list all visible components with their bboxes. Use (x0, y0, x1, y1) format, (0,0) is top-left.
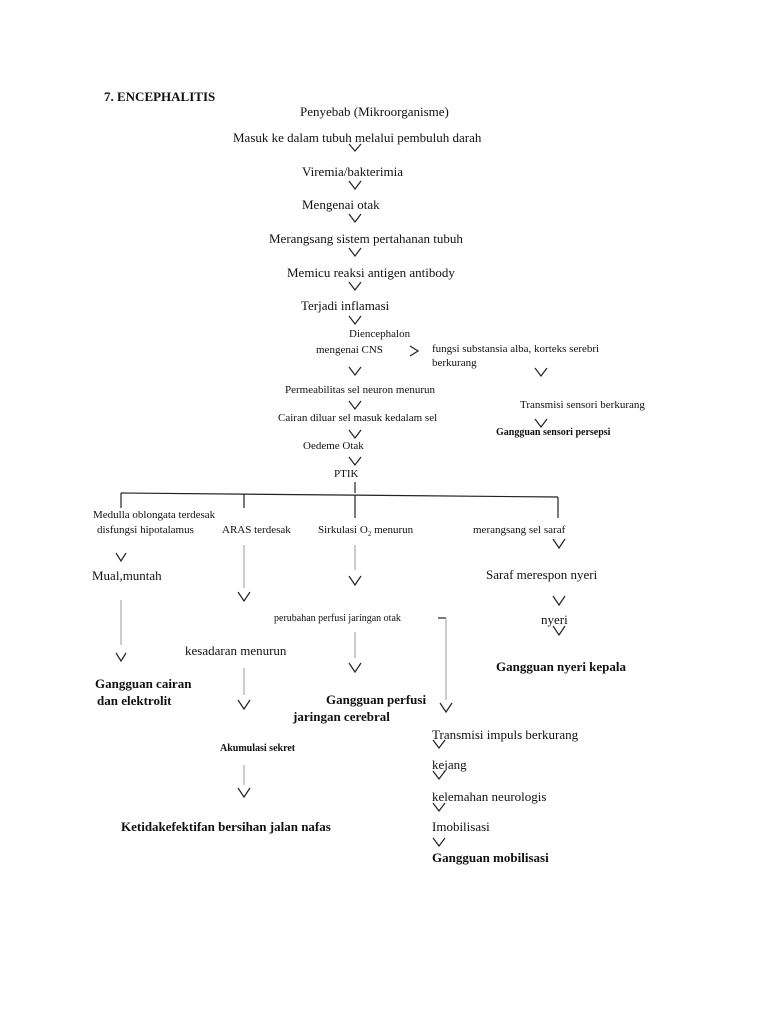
node-white-matter-reduced: berkurang (432, 357, 477, 369)
ptik-distribution-lines (120, 482, 559, 518)
node-ptik: PTIK (334, 468, 359, 480)
diagnosis-fluid-electrolyte-2: dan elektrolit (97, 693, 172, 708)
node-fluid-shift: Cairan diluar sel masuk kedalam sel (278, 412, 438, 424)
node-consciousness: kesadaran menurun (185, 643, 287, 658)
diagnosis-airway: Ketidakefektifan bersihan jalan nafas (121, 819, 331, 834)
arrow-right-cns (409, 345, 420, 357)
node-medulla: Medulla oblongata terdesak (93, 509, 216, 521)
node-seizure: kejang (432, 757, 467, 772)
diagnosis-perfusion-2: jaringan cerebral (293, 709, 390, 724)
diagnosis-fluid-electrolyte-1: Gangguan cairan (95, 676, 192, 691)
node-enter-body: Masuk ke dalam tubuh melalui pembuluh da… (233, 130, 482, 145)
diagnosis-perfusion-1: Gangguan perfusi (326, 692, 427, 707)
node-nerve-stimulation: merangsang sel saraf (473, 524, 566, 536)
node-pain-response: Saraf merespon nyeri (486, 567, 598, 582)
page-title: 7. ENCEPHALITIS (104, 89, 216, 104)
node-antigen-antibody: Memicu reaksi antigen antibody (287, 265, 455, 280)
node-perfusion-change: perubahan perfusi jaringan otak (274, 613, 401, 624)
diagnosis-headache: Gangguan nyeri kepala (496, 659, 627, 674)
node-affect-brain: Mengenai otak (302, 197, 380, 212)
node-sensory-transmission: Transmisi sensori berkurang (520, 399, 645, 411)
diagnosis-sensory-perception: Gangguan sensori persepsi (496, 427, 611, 438)
diagnosis-mobility: Gangguan mobilisasi (432, 850, 549, 865)
node-white-matter: fungsi substansia alba, korteks serebri (432, 343, 600, 355)
node-diencephalon: Diencephalon (349, 328, 411, 340)
node-immobilization: Imobilisasi (432, 819, 490, 834)
node-nausea: Mual,muntah (92, 568, 162, 583)
node-neuro-weakness: kelemahan neurologis (432, 789, 547, 804)
node-hypothalamus: disfungsi hipotalamus (97, 524, 194, 536)
node-secretion: Akumulasi sekret (220, 743, 296, 754)
node-aras: ARAS terdesak (222, 524, 291, 536)
node-cause: Penyebab (Mikroorganisme) (300, 104, 449, 119)
chain-arrows (348, 143, 362, 466)
node-oxygen-circulation: Sirkulasi O2 menurun (318, 524, 414, 539)
node-immune-system: Merangsang sistem pertahanan tubuh (269, 231, 463, 246)
node-impulse-transmission: Transmisi impuls berkurang (432, 727, 579, 742)
node-inflammation: Terjadi inflamasi (301, 298, 390, 313)
node-viremia: Viremia/bakterimia (302, 164, 404, 179)
node-cns: mengenai CNS (316, 344, 383, 356)
node-permeability: Permeabilitas sel neuron menurun (285, 384, 435, 396)
node-pain: nyeri (541, 612, 568, 627)
node-brain-edema: Oedeme Otak (303, 440, 364, 452)
